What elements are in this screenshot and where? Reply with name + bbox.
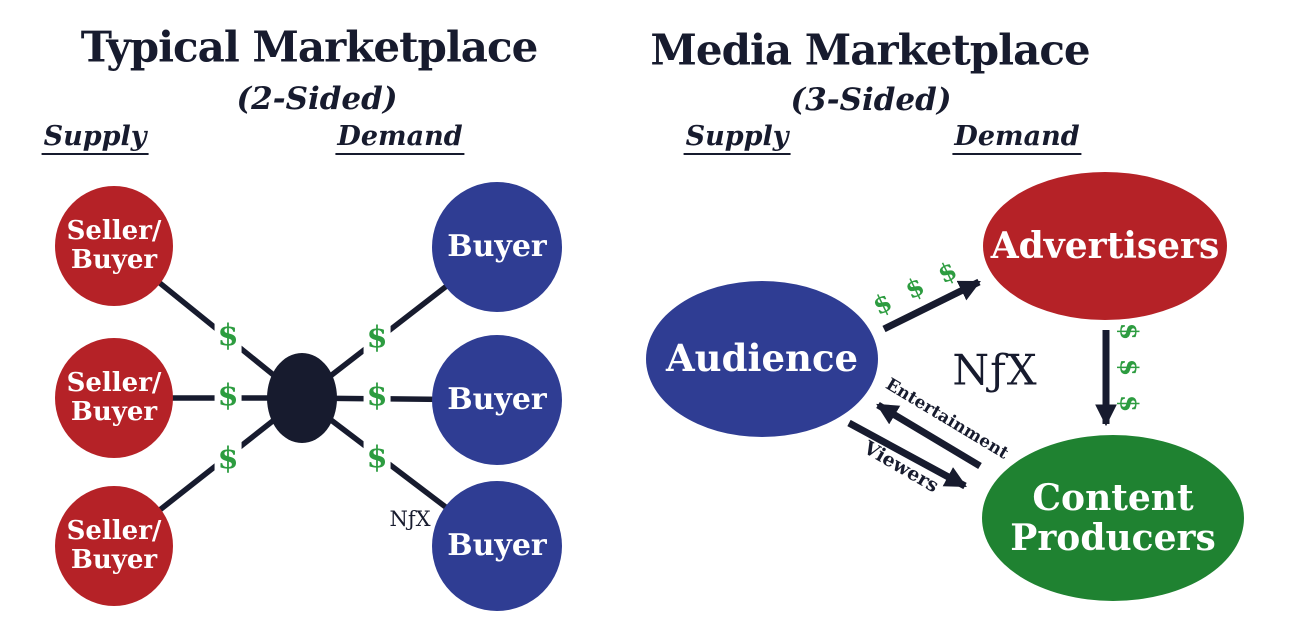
seller-buyer-node-2: Seller/ Buyer [55,338,173,458]
node-label: Buyer [70,397,158,427]
node-label: Content [1032,476,1194,519]
right-demand-heading: Demand [952,121,1082,155]
buyer-node-3: Buyer [432,481,562,611]
buyer-node-2: Buyer [432,335,562,465]
node-label: Advertisers [990,224,1220,267]
dollar-sign: $ [363,320,391,356]
node-label: Producers [1010,517,1216,559]
arrow-content-to-audience [876,401,982,470]
node-label: Buyer [447,528,547,564]
seller-buyer-node-1: Seller/ Buyer [55,186,173,306]
node-label: Buyer [70,545,158,575]
left-demand-heading: Demand [335,121,465,155]
audience-node: Audience [646,281,878,437]
nfx-logo: NƒX [389,507,431,531]
left-supply-heading: Supply [41,121,149,155]
nfx-logo: NƒX [952,345,1038,395]
right-panel-subtitle: (3-Sided) [790,82,952,118]
node-label: Buyer [447,229,547,265]
buyer-node-1: Buyer [432,182,562,312]
dollar-sign: $ [214,318,242,354]
node-label: Buyer [447,382,547,418]
dollar-sign: $ [214,378,242,414]
seller-buyer-node-3: Seller/ Buyer [55,486,173,606]
content-producers-node: Content Producers [982,435,1244,601]
right-panel-title: Media Marketplace [650,25,1090,75]
node-label: Seller/ [66,215,162,246]
marketplace-hub-node [267,353,337,443]
arrow-audience-to-content [847,419,967,490]
dollar-sign: $ [363,440,391,476]
dollar-sign: $ [363,378,391,414]
left-panel-subtitle: (2-Sided) [236,81,398,117]
advertisers-node: Advertisers [983,172,1227,320]
arrow-audience-to-advertisers [882,278,981,333]
dollars-flow-advertisers-to-content: $ $ $ [1114,322,1144,418]
dollar-sign: $ [214,441,242,477]
node-label: Seller/ [66,367,162,398]
right-supply-heading: Supply [683,121,791,155]
node-label: Buyer [70,245,158,275]
node-label: Audience [665,336,859,381]
left-panel-title: Typical Marketplace [80,22,539,72]
node-label: Seller/ [66,515,162,546]
